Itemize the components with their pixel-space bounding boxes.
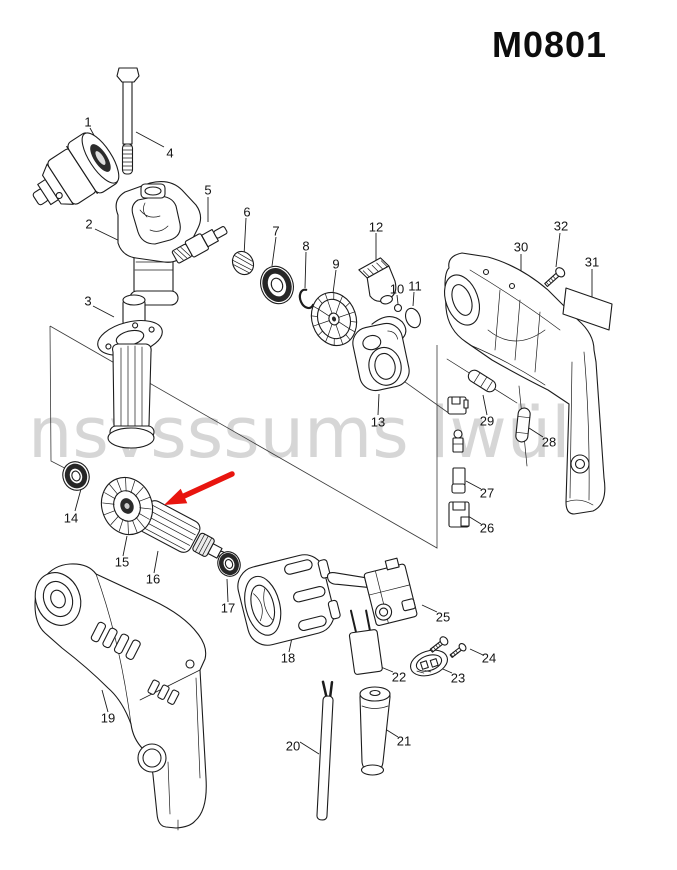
- part-label-15-fan: 15: [114, 554, 130, 570]
- part-7-ball-bearing-drawing: [260, 265, 294, 305]
- part-brush-holder-drawing: [447, 396, 469, 415]
- part-label-19-motor-housing-left: 19: [100, 710, 116, 726]
- part-30-motor-housing-right-drawing: [443, 252, 606, 515]
- part-19-motor-housing-left-drawing: [34, 563, 207, 831]
- part-23-cord-clamp-drawing: [410, 649, 448, 677]
- part-28-choke-coil-drawing: [515, 385, 531, 467]
- part-label-31-nameplate: 31: [584, 254, 600, 270]
- part-label-23-cord-clamp: 23: [450, 670, 466, 686]
- part-22-capacitor-drawing: [348, 609, 383, 675]
- part-14-bearing-drawing: [62, 461, 90, 491]
- part-label-28-choke-coil: 28: [541, 434, 557, 450]
- part-13-bearing-retainer-drawing: [352, 316, 410, 392]
- part-label-29-brush-spring: 29: [479, 413, 495, 429]
- part-21-cord-guard-drawing: [359, 686, 391, 776]
- part-label-10-steel-ball: 10: [389, 281, 405, 297]
- part-2-gear-housing-drawing: [115, 181, 202, 306]
- part-4-chuck-bolt-drawing: [116, 67, 140, 175]
- part-label-12-change-lever: 12: [368, 219, 384, 235]
- part-label-3-side-handle: 3: [84, 293, 92, 309]
- part-5-spindle-drawing: [171, 226, 228, 264]
- part-3-side-handle-drawing: [97, 294, 163, 449]
- part-10-steel-ball-drawing: [393, 303, 403, 313]
- part-27-carbon-brush-drawing: [451, 467, 466, 494]
- part-label-8-retaining-ring: 8: [302, 238, 310, 254]
- part-17-bearing-drawing: [217, 551, 241, 577]
- part-18-field-drawing: [237, 554, 341, 646]
- red-arrow-annotation: [164, 471, 235, 505]
- part-29-brush-spring-drawing: [446, 358, 518, 404]
- part-label-30-motor-housing-right: 30: [513, 239, 529, 255]
- watermark-text-left: nsvsssums: [28, 392, 409, 474]
- part-label-6-spring: 6: [243, 204, 251, 220]
- part-label-5-spindle: 5: [204, 182, 212, 198]
- page-title: M0801: [492, 24, 608, 65]
- part-26-brush-holder-cap-drawing: [448, 501, 470, 528]
- part-8-retaining-ring-drawing: [298, 288, 315, 310]
- part-label-22-capacitor: 22: [391, 669, 407, 685]
- part-6-spring-drawing: [231, 250, 255, 276]
- part-32-screw-drawing: [544, 267, 566, 288]
- part-label-11-washer: 11: [408, 278, 422, 294]
- part-1-drill-chuck-drawing: [32, 132, 120, 206]
- part-11-washer-drawing: [404, 307, 422, 329]
- part-25-switch-drawing: [326, 557, 418, 627]
- part-label-25-switch: 25: [435, 609, 451, 625]
- part-label-1-drill-chuck: 1: [84, 114, 92, 130]
- part-label-26-brush-holder-cap: 26: [479, 520, 495, 536]
- part-20-power-cord-drawing: [316, 680, 334, 821]
- part-label-9-gear: 9: [332, 256, 340, 272]
- part-label-32-housing-screw: 32: [553, 218, 569, 234]
- part-label-7-ball-bearing: 7: [272, 223, 280, 239]
- part-label-20-power-cord: 20: [285, 738, 301, 754]
- part-12-change-lever-drawing: [358, 257, 397, 305]
- part-label-17-bearing-rear: 17: [220, 600, 236, 616]
- part-carbon-brush-small-drawing: [452, 429, 464, 453]
- part-24-screws-drawing: [429, 636, 467, 658]
- part-label-13-bearing-retainer: 13: [370, 414, 386, 430]
- part-label-27-carbon-brush: 27: [479, 485, 495, 501]
- part-label-18-field: 18: [280, 650, 296, 666]
- part-label-4-chuck-bolt: 4: [166, 145, 174, 161]
- part-label-14-bearing-front: 14: [63, 510, 79, 526]
- part-label-24-tapping-screws: 24: [481, 650, 497, 666]
- part-31-nameplate-drawing: [562, 287, 613, 331]
- part-label-21-cord-guard: 21: [396, 733, 412, 749]
- part-label-16-armature: 16: [145, 571, 161, 587]
- part-label-2-gear-housing: 2: [85, 216, 93, 232]
- part-9-gear-drawing: [310, 291, 358, 347]
- part-15-fan-drawing: [100, 476, 154, 536]
